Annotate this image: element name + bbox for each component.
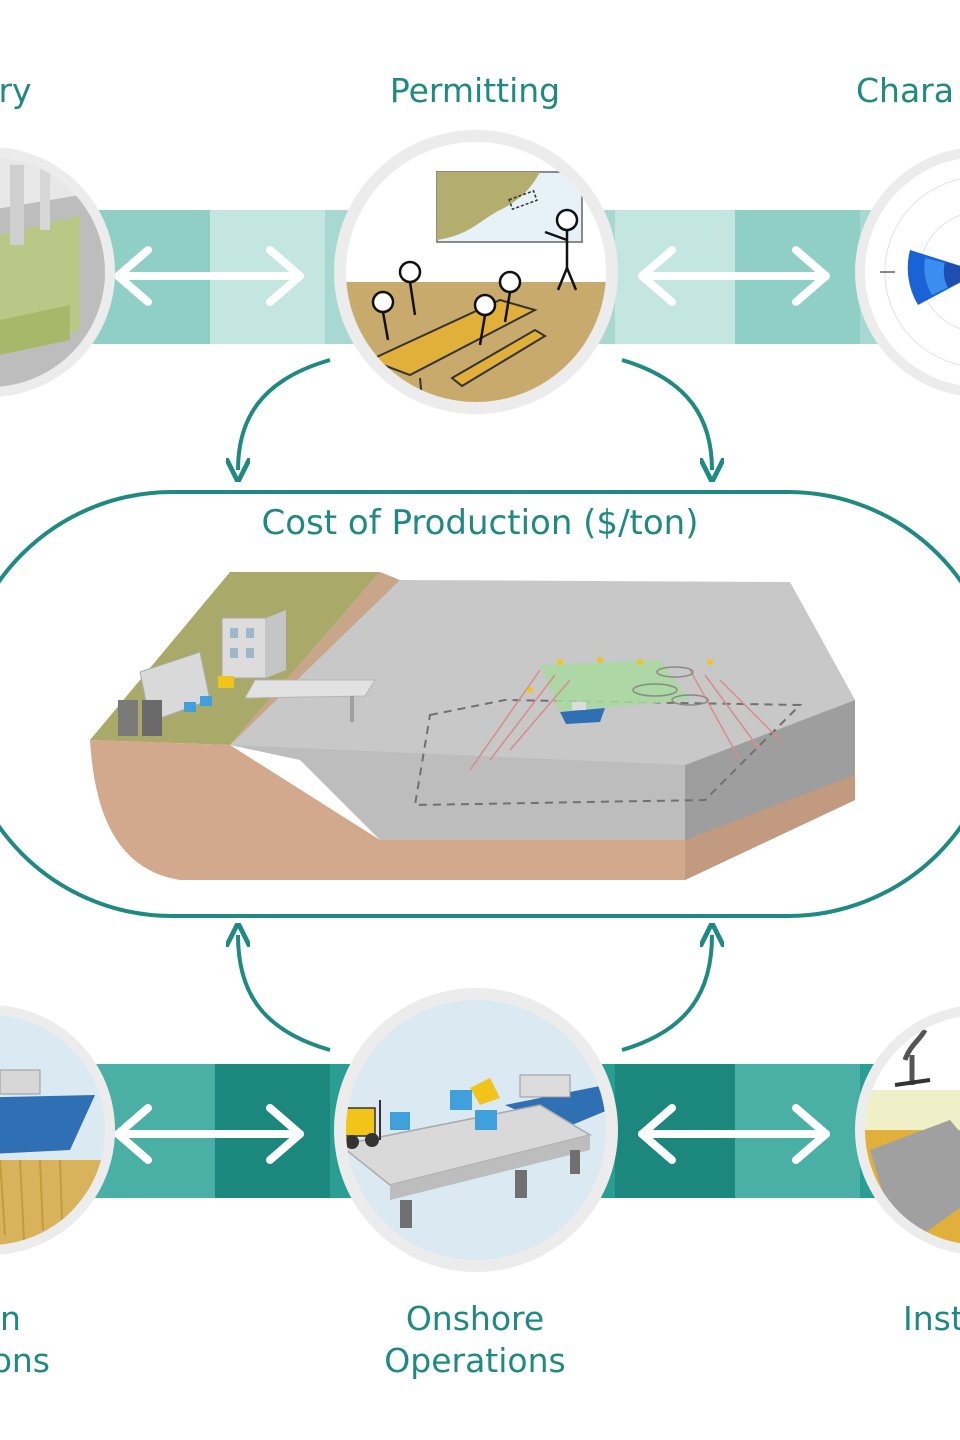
stage-label-bottom-left-line2: ons xyxy=(0,1341,50,1380)
stage-circle-bottom-right xyxy=(855,1006,960,1254)
stage-label-onshore-line2: Operations xyxy=(384,1341,566,1380)
curved-arrows xyxy=(238,358,712,1052)
stage-label-bottom-left-line1: n xyxy=(0,1299,21,1338)
people-icon xyxy=(371,208,579,346)
double-arrow-bottom-left xyxy=(114,1104,304,1164)
map-board-icon xyxy=(436,171,583,243)
stage-label-onshore-operations: Onshore Operations xyxy=(320,1298,630,1382)
stage-label-onshore-line1: Onshore xyxy=(405,1299,545,1338)
curved-arrow-onshore-right xyxy=(621,935,712,1052)
double-arrow-icon xyxy=(114,246,830,1164)
stage-label-top-right: Chara xyxy=(856,71,954,110)
stage-circle-permitting xyxy=(334,130,618,414)
double-arrow-top-left xyxy=(114,246,304,306)
stage-circle-top-left xyxy=(0,147,115,397)
building-icon xyxy=(221,610,286,679)
stage-label-bottom-left: n ons xyxy=(0,1298,50,1382)
stage-label-permitting: Permitting xyxy=(389,71,561,110)
stage-circle-bottom-left xyxy=(0,1005,115,1255)
stage-circle-onshore-operations xyxy=(334,988,618,1272)
stage-circle-top-right xyxy=(855,148,960,396)
curved-arrow-permitting-left xyxy=(238,358,331,470)
cost-of-production-title: Cost of Production ($/ton) xyxy=(261,503,699,543)
stage-label-bottom-right: Inst xyxy=(903,1299,960,1338)
curved-arrow-onshore-left xyxy=(238,935,331,1052)
curved-arrow-permitting-right xyxy=(621,358,712,470)
double-arrow-top-right xyxy=(638,246,830,306)
double-arrow-bottom-right xyxy=(638,1104,830,1164)
boat-icon xyxy=(560,702,605,724)
farm-site-illustration xyxy=(90,572,855,880)
forklift-icon xyxy=(346,1100,381,1149)
stage-label-top-left: ry xyxy=(0,71,32,110)
